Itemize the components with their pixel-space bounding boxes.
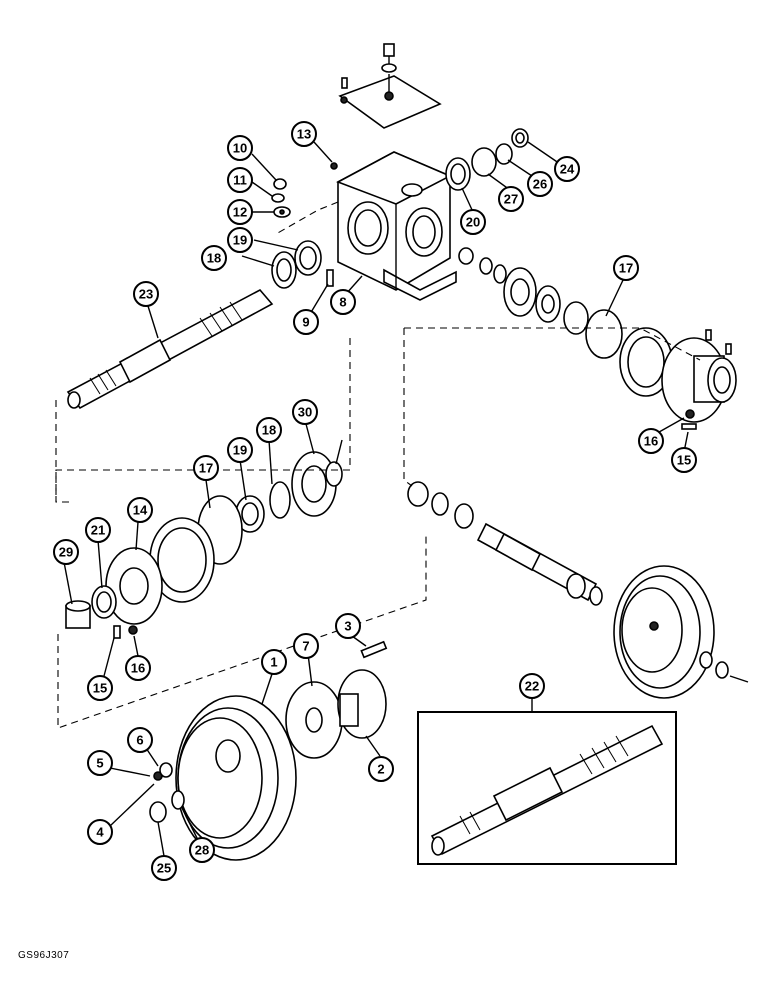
callout-18-middle: 18 <box>256 417 282 443</box>
callout-label: 15 <box>677 453 691 468</box>
callout-label: 29 <box>59 545 73 560</box>
callout-16-right: 16 <box>638 428 664 454</box>
callout-16-left: 16 <box>125 655 151 681</box>
callout-20: 20 <box>460 209 486 235</box>
figure-code: GS96J307 <box>18 950 70 961</box>
callout-2: 2 <box>368 756 394 782</box>
callout-label: 19 <box>233 443 247 458</box>
callout-21: 21 <box>85 517 111 543</box>
callout-label: 18 <box>207 251 221 266</box>
callout-label: 4 <box>96 825 104 840</box>
callout-label: 26 <box>533 177 547 192</box>
callout-label: 11 <box>233 173 247 188</box>
right-bearing-housing <box>661 329 737 430</box>
upper-right-seal-stack <box>445 128 529 191</box>
callout-label: 7 <box>302 639 309 654</box>
lower-right-shaft <box>407 481 603 606</box>
callout-label: 24 <box>560 162 575 177</box>
main-shaft-upper <box>66 288 274 410</box>
callout-9: 9 <box>293 309 319 335</box>
callout-label: 23 <box>139 287 153 302</box>
middle-bearing-stack <box>65 451 343 639</box>
callout-label: 27 <box>504 192 518 207</box>
callout-4: 4 <box>87 819 113 845</box>
callout-7: 7 <box>293 633 319 659</box>
callout-1: 1 <box>261 649 287 675</box>
callout-25: 25 <box>151 855 177 881</box>
callout-29: 29 <box>53 539 79 565</box>
callout-23: 23 <box>133 281 159 307</box>
callout-label: 18 <box>262 423 276 438</box>
callout-label: 17 <box>199 461 213 476</box>
callout-label: 13 <box>297 127 311 142</box>
callout-27: 27 <box>498 186 524 212</box>
callout-label: 19 <box>233 233 247 248</box>
callout-label: 21 <box>91 523 105 538</box>
callout-19-middle: 19 <box>227 437 253 463</box>
callout-15-right: 15 <box>671 447 697 473</box>
top-cover-plate <box>338 43 442 129</box>
callout-label: 16 <box>131 661 145 676</box>
callout-label: 6 <box>136 733 143 748</box>
gearbox-housing <box>330 151 457 301</box>
callout-17-right: 17 <box>613 255 639 281</box>
callout-18-upper: 18 <box>201 245 227 271</box>
callout-label: 20 <box>466 215 480 230</box>
inset-shaft-box <box>417 711 677 865</box>
callout-label: 9 <box>302 315 309 330</box>
callout-17-middle: 17 <box>193 455 219 481</box>
callout-label: 17 <box>619 261 633 276</box>
right-gear-train <box>458 247 673 397</box>
callout-15-left: 15 <box>87 675 113 701</box>
callout-28: 28 <box>189 837 215 863</box>
right-pulley <box>613 565 749 699</box>
callout-22: 22 <box>519 673 545 699</box>
callout-30: 30 <box>292 399 318 425</box>
callout-label: 8 <box>339 295 346 310</box>
upper-left-bearings <box>271 240 334 289</box>
lower-pulley <box>149 640 388 861</box>
callout-10: 10 <box>227 135 253 161</box>
callout-label: 10 <box>233 141 247 156</box>
callout-label: 1 <box>270 655 277 670</box>
callout-label: 28 <box>195 843 209 858</box>
callout-24: 24 <box>554 156 580 182</box>
callout-label: 25 <box>157 861 171 876</box>
callout-label: 16 <box>644 434 658 449</box>
callout-6: 6 <box>127 727 153 753</box>
callout-label: 12 <box>233 205 247 220</box>
callout-label: 3 <box>344 619 351 634</box>
callout-label: 5 <box>96 756 103 771</box>
nut-washer-stack <box>271 178 291 218</box>
callout-12: 12 <box>227 199 253 225</box>
callout-label: 2 <box>377 762 384 777</box>
callout-13: 13 <box>291 121 317 147</box>
callout-8: 8 <box>330 289 356 315</box>
callout-19-upper: 19 <box>227 227 253 253</box>
callout-label: 30 <box>298 405 312 420</box>
callout-5: 5 <box>87 750 113 776</box>
callout-label: 15 <box>93 681 107 696</box>
callout-3: 3 <box>335 613 361 639</box>
callout-label: 14 <box>133 503 148 518</box>
callout-11: 11 <box>227 167 253 193</box>
callout-14: 14 <box>127 497 153 523</box>
callout-26: 26 <box>527 171 553 197</box>
callout-label: 22 <box>525 679 539 694</box>
